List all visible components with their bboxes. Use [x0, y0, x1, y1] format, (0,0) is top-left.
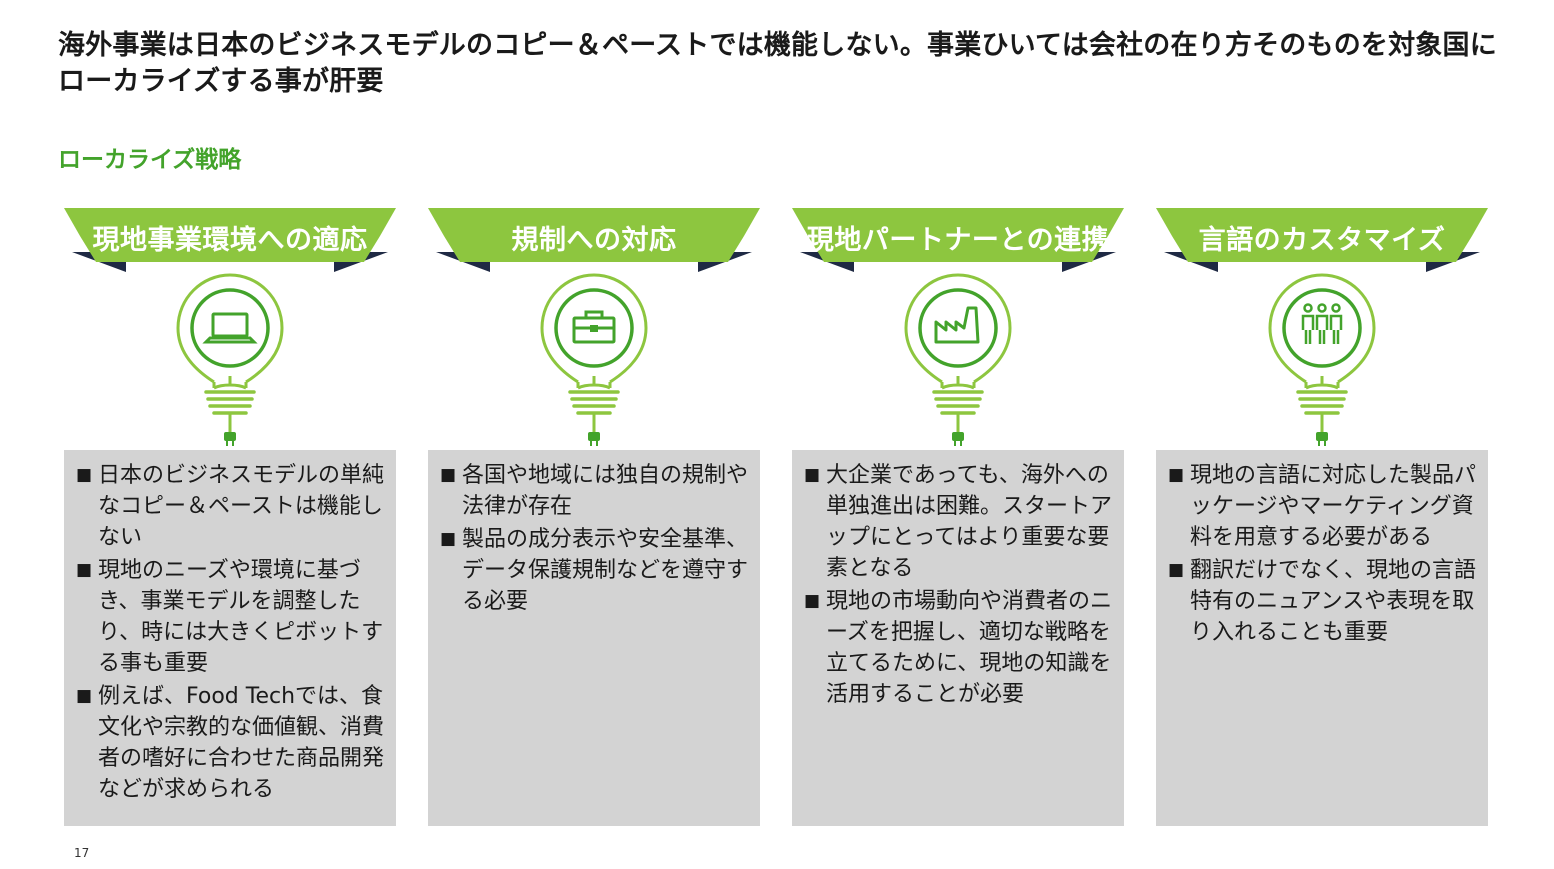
lightbulb-graphic: [1268, 273, 1376, 446]
bullet-item: 現地の市場動向や消費者のニーズを把握し、適切な戦略を立てるために、現地の知識を活…: [804, 586, 1116, 710]
ribbon-shape: [1156, 208, 1488, 272]
bullet-item: 現地の言語に対応した製品パッケージやマーケティング資料を用意する必要がある: [1168, 460, 1480, 553]
bullet-box: 各国や地域には独自の規制や法律が存在 製品の成分表示や安全基準、データ保護規制な…: [428, 450, 760, 826]
page-number: 17: [74, 846, 90, 860]
bullet-item: 大企業であっても、海外への単独進出は困難。スタートアップにとってはより重要な要素…: [804, 460, 1116, 584]
column-language: 言語のカスタマイズ 現地の言語に対応した製品パッケージやマーケティング資料を用意…: [1156, 200, 1488, 830]
column-partners: 現地パートナーとの連携 大企業であっても、海外への単独進出は困難。スタートアップ…: [792, 200, 1124, 830]
column-regulation: 規制への対応 各国や地域には独自の規制や法律が存在 製品の成分表示や安全基準、デ…: [428, 200, 760, 830]
bullet-item: 製品の成分表示や安全基準、データ保護規制などを遵守する必要: [440, 524, 752, 617]
ribbon-shape: [792, 208, 1124, 272]
bullet-item: 各国や地域には独自の規制や法律が存在: [440, 460, 752, 522]
toolbox-icon: [572, 310, 616, 344]
ribbon-label: 現地パートナーとの連携: [806, 224, 1110, 256]
page-title: 海外事業は日本のビジネスモデルのコピー＆ペーストでは機能しない。事業ひいては会社…: [58, 30, 1497, 97]
bullet-item: 翻訳だけでなく、現地の言語特有のニュアンスや表現を取り入れることも重要: [1168, 555, 1480, 648]
ribbon-banner: 言語のカスタマイズ: [1156, 206, 1488, 272]
bullet-list: 大企業であっても、海外への単独進出は困難。スタートアップにとってはより重要な要素…: [804, 460, 1116, 710]
ribbon-shape: [64, 208, 396, 272]
ribbon-label: 規制への対応: [511, 224, 677, 256]
bullet-box: 現地の言語に対応した製品パッケージやマーケティング資料を用意する必要がある 翻訳…: [1156, 450, 1488, 826]
bullet-item: 例えば、Food Techでは、食文化や宗教的な価値観、消費者の嗜好に合わせた商…: [76, 681, 388, 805]
ribbon-label: 言語のカスタマイズ: [1198, 224, 1446, 256]
column-adaptation: 現地事業環境への適応 日本のビジネスモデルの単純なコピー＆ペーストは機能しない …: [64, 200, 396, 830]
ribbon-shape: [428, 208, 760, 272]
ribbon-banner: 規制への対応: [428, 206, 760, 272]
bullet-box: 日本のビジネスモデルの単純なコピー＆ペーストは機能しない 現地のニーズや環境に基…: [64, 450, 396, 826]
people-group-icon: [1301, 303, 1343, 344]
factory-icon: [934, 306, 980, 344]
bullet-item: 日本のビジネスモデルの単純なコピー＆ペーストは機能しない: [76, 460, 388, 553]
bullet-list: 各国や地域には独自の規制や法律が存在 製品の成分表示や安全基準、データ保護規制な…: [440, 460, 752, 617]
bullet-item: 現地のニーズや環境に基づき、事業モデルを調整したり、時には大きくピボットする事も…: [76, 555, 388, 679]
laptop-icon: [202, 312, 258, 344]
ribbon-banner: 現地パートナーとの連携: [792, 206, 1124, 272]
lightbulb-graphic: [904, 273, 1012, 446]
bullet-list: 現地の言語に対応した製品パッケージやマーケティング資料を用意する必要がある 翻訳…: [1168, 460, 1480, 648]
lightbulb-graphic: [176, 273, 284, 446]
ribbon-banner: 現地事業環境への適応: [64, 206, 396, 272]
bullet-list: 日本のビジネスモデルの単純なコピー＆ペーストは機能しない 現地のニーズや環境に基…: [76, 460, 388, 805]
lightbulb-graphic: [540, 273, 648, 446]
ribbon-label: 現地事業環境への適応: [92, 224, 368, 256]
bullet-box: 大企業であっても、海外への単独進出は困難。スタートアップにとってはより重要な要素…: [792, 450, 1124, 826]
section-subtitle: ローカライズ戦略: [58, 147, 242, 173]
